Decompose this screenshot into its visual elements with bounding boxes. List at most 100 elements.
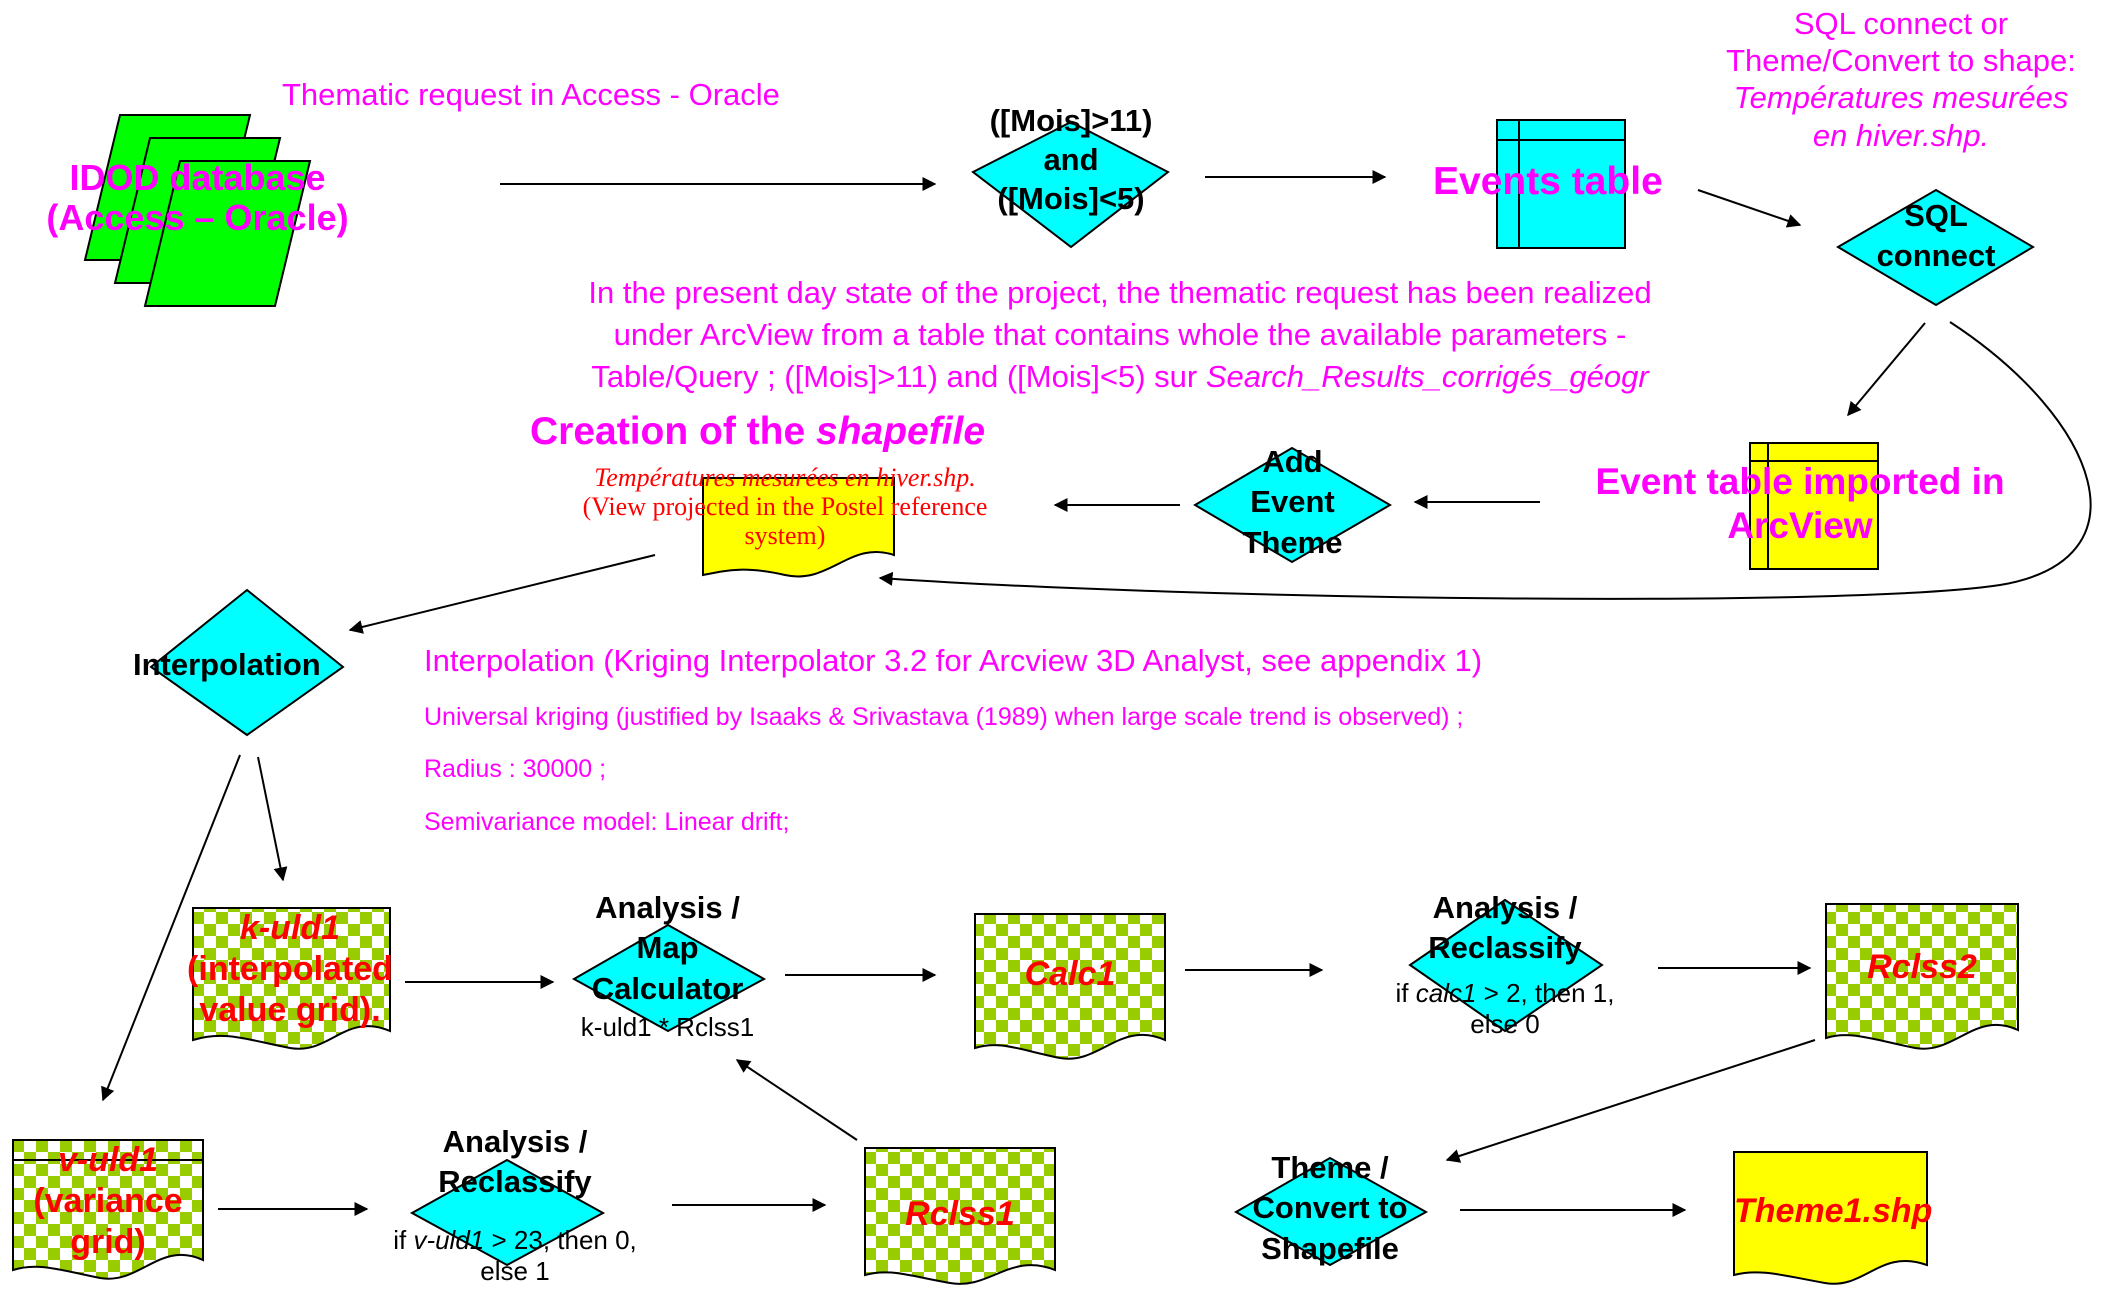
sql-connect-label: SQL connect — [1836, 196, 2036, 277]
kuld1-line3: value grid). — [199, 990, 381, 1029]
sql-connect-line2: connect — [1876, 238, 1996, 274]
reclass2-rule-pre: if — [1395, 978, 1416, 1008]
interpolation-label: Interpolation — [133, 647, 321, 682]
vuld1-line2: (variance — [33, 1181, 183, 1220]
kuld1-label: k-uld1 (interpolated value grid). — [170, 908, 410, 1030]
imported-table-shape — [1749, 442, 1879, 570]
reclass1-rule-line1: if v-uld1 > 23, then 0, — [340, 1225, 690, 1256]
arrow-shapefile-to-interpolation — [348, 554, 656, 634]
sql-note-line2: Theme/Convert to shape: — [1726, 43, 2076, 79]
convert-line3: Shapefile — [1261, 1230, 1399, 1266]
database-shape — [83, 114, 312, 307]
query-line2: and — [1043, 141, 1099, 177]
project-note-line1: In the present day state of the project,… — [588, 275, 1652, 310]
arrow-rclss2-to-convert — [1445, 1039, 1816, 1163]
events-table-label: Events table — [1433, 160, 1663, 203]
rclss1-label: Rclss1 — [905, 1195, 1015, 1233]
sql-connect-line1: SQL — [1904, 198, 1968, 233]
vuld1-line3: grid) — [70, 1222, 146, 1261]
reclassify1-label: Analysis / Reclassify — [390, 1122, 640, 1203]
creation-sub2: (View projected in the Postel reference — [582, 492, 988, 522]
sql-note-line3: Températures mesurées — [1733, 80, 2069, 116]
kuld1-grid-document — [192, 907, 391, 1050]
arrow-events-to-sql — [1697, 189, 1802, 228]
map-calculator-label: Analysis / Map Calculator — [550, 888, 785, 1009]
arrow-interp-to-kuld1 — [257, 756, 288, 882]
query-line3: ([Mois]<5) — [997, 180, 1145, 216]
project-note-line2: under ArcView from a table that contains… — [613, 316, 1627, 352]
reclass2-rule-else: else 0 — [1470, 1009, 1540, 1040]
database-label: IDOD database (Access – Oracle) — [10, 157, 385, 239]
mapcalc-line3: Calculator — [591, 970, 744, 1006]
convert-diamond — [1233, 1156, 1429, 1267]
shapefile-document — [702, 477, 895, 578]
database-label-line1: IDOD database — [69, 157, 326, 198]
project-note-line3-italic: Search_Results_corrigés_géogr — [1205, 358, 1649, 394]
sql-note: SQL connect or Theme/Convert to shape: T… — [1680, 5, 2122, 154]
add-event-line1: Add — [1262, 444, 1323, 479]
project-note-line3-text: Table/Query ; ([Mois]>11) and ([Mois]<5)… — [591, 358, 1206, 394]
reclassify1-diamond — [409, 1158, 606, 1267]
arrow-sql-to-imported — [1847, 322, 1926, 417]
sql-note-line1: SQL connect or — [1793, 6, 2009, 41]
reclass2-line1: Analysis / — [1432, 890, 1578, 925]
convert-label: Theme / Convert to Shapefile — [1205, 1148, 1455, 1269]
sql-note-line4: en hiver.shp. — [1812, 117, 1990, 153]
reclass1-rule-post: > 23, then 0, — [484, 1225, 637, 1255]
creation-sub3: system) — [744, 521, 826, 551]
reclass1-line1: Analysis / — [442, 1124, 588, 1159]
reclass1-rule-else: else 1 — [480, 1256, 550, 1287]
rclss2-label: Rclss2 — [1867, 948, 1977, 986]
reclassify2-rule: if calc1 > 2, then 1, else 0 — [1335, 978, 1675, 1040]
reclassify2-diamond — [1408, 898, 1604, 1033]
mapcalc-line2: Map — [636, 930, 699, 966]
interpolation-detail2: Radius : 30000 ; — [424, 755, 607, 783]
creation-sub1: Températures mesurées en hiver.shp. — [594, 463, 976, 492]
calc1-grid-document — [974, 913, 1166, 1060]
thematic-request-label: Thematic request in Access - Oracle — [282, 77, 780, 112]
interpolation-title: Interpolation (Kriging Interpolator 3.2 … — [424, 643, 1483, 678]
reclassify1-rule: if v-uld1 > 23, then 0, else 1 — [340, 1225, 690, 1287]
interpolation-detail1: Universal kriging (justified by Isaaks &… — [424, 703, 1464, 731]
reclass2-rule-post: > 2, then 1, — [1476, 978, 1615, 1008]
sql-connect-diamond — [1836, 188, 2035, 307]
vuld1-grid-document — [12, 1139, 204, 1280]
kuld1-line1: k-uld1 — [239, 909, 341, 947]
add-event-line2: Event — [1250, 484, 1335, 520]
map-calculator-expression: k-uld1 * Rclss1 — [580, 1012, 755, 1042]
vuld1-label: v-uld1 (variance grid) — [8, 1140, 208, 1262]
vuld1-line1: v-uld1 — [57, 1141, 159, 1179]
convert-line1: Theme / — [1271, 1150, 1389, 1185]
mapcalc-line1: Analysis / — [595, 890, 740, 925]
calc1-label: Calc1 — [1024, 955, 1116, 993]
reclass2-rule-var: calc1 — [1415, 978, 1477, 1008]
add-event-label: Add Event Theme — [1195, 442, 1390, 563]
interpolation-detail3: Semivariance model: Linear drift; — [424, 808, 790, 836]
query-line1: ([Mois]>11) — [989, 103, 1153, 138]
reclass1-rule-var: v-uld1 — [413, 1225, 485, 1255]
events-table-shape — [1496, 119, 1626, 249]
database-label-line2: (Access – Oracle) — [46, 197, 349, 239]
arrows — [101, 170, 2092, 1217]
rclss1-grid-document — [864, 1147, 1056, 1285]
reclass1-line2: Reclassify — [438, 1164, 592, 1200]
add-event-diamond — [1193, 446, 1392, 564]
convert-line2: Convert to — [1252, 1190, 1408, 1226]
reclass2-rule-line1: if calc1 > 2, then 1, — [1335, 978, 1675, 1009]
project-note: In the present day state of the project,… — [420, 272, 1820, 398]
interpolation-diamond — [149, 588, 345, 737]
reclass1-rule-pre: if — [393, 1225, 414, 1255]
add-event-line3: Theme — [1242, 524, 1343, 560]
creation-subtitle: Températures mesurées en hiver.shp. (Vie… — [530, 463, 1040, 550]
arrow-interp-to-vuld1 — [101, 754, 241, 1102]
arrow-rclss1-to-mapcalc — [735, 1059, 858, 1141]
imported-table-label: Event table imported in ArcView — [1540, 460, 2060, 549]
imported-line1: Event table imported in — [1595, 461, 2005, 502]
arrow-sql-curve-to-shapefile — [878, 321, 2092, 600]
reclassify2-label: Analysis / Reclassify — [1380, 888, 1630, 969]
rclss2-grid-document — [1825, 903, 2019, 1050]
creation-title: Creation of the shapefile — [530, 410, 985, 454]
reclass2-line2: Reclassify — [1428, 930, 1582, 966]
